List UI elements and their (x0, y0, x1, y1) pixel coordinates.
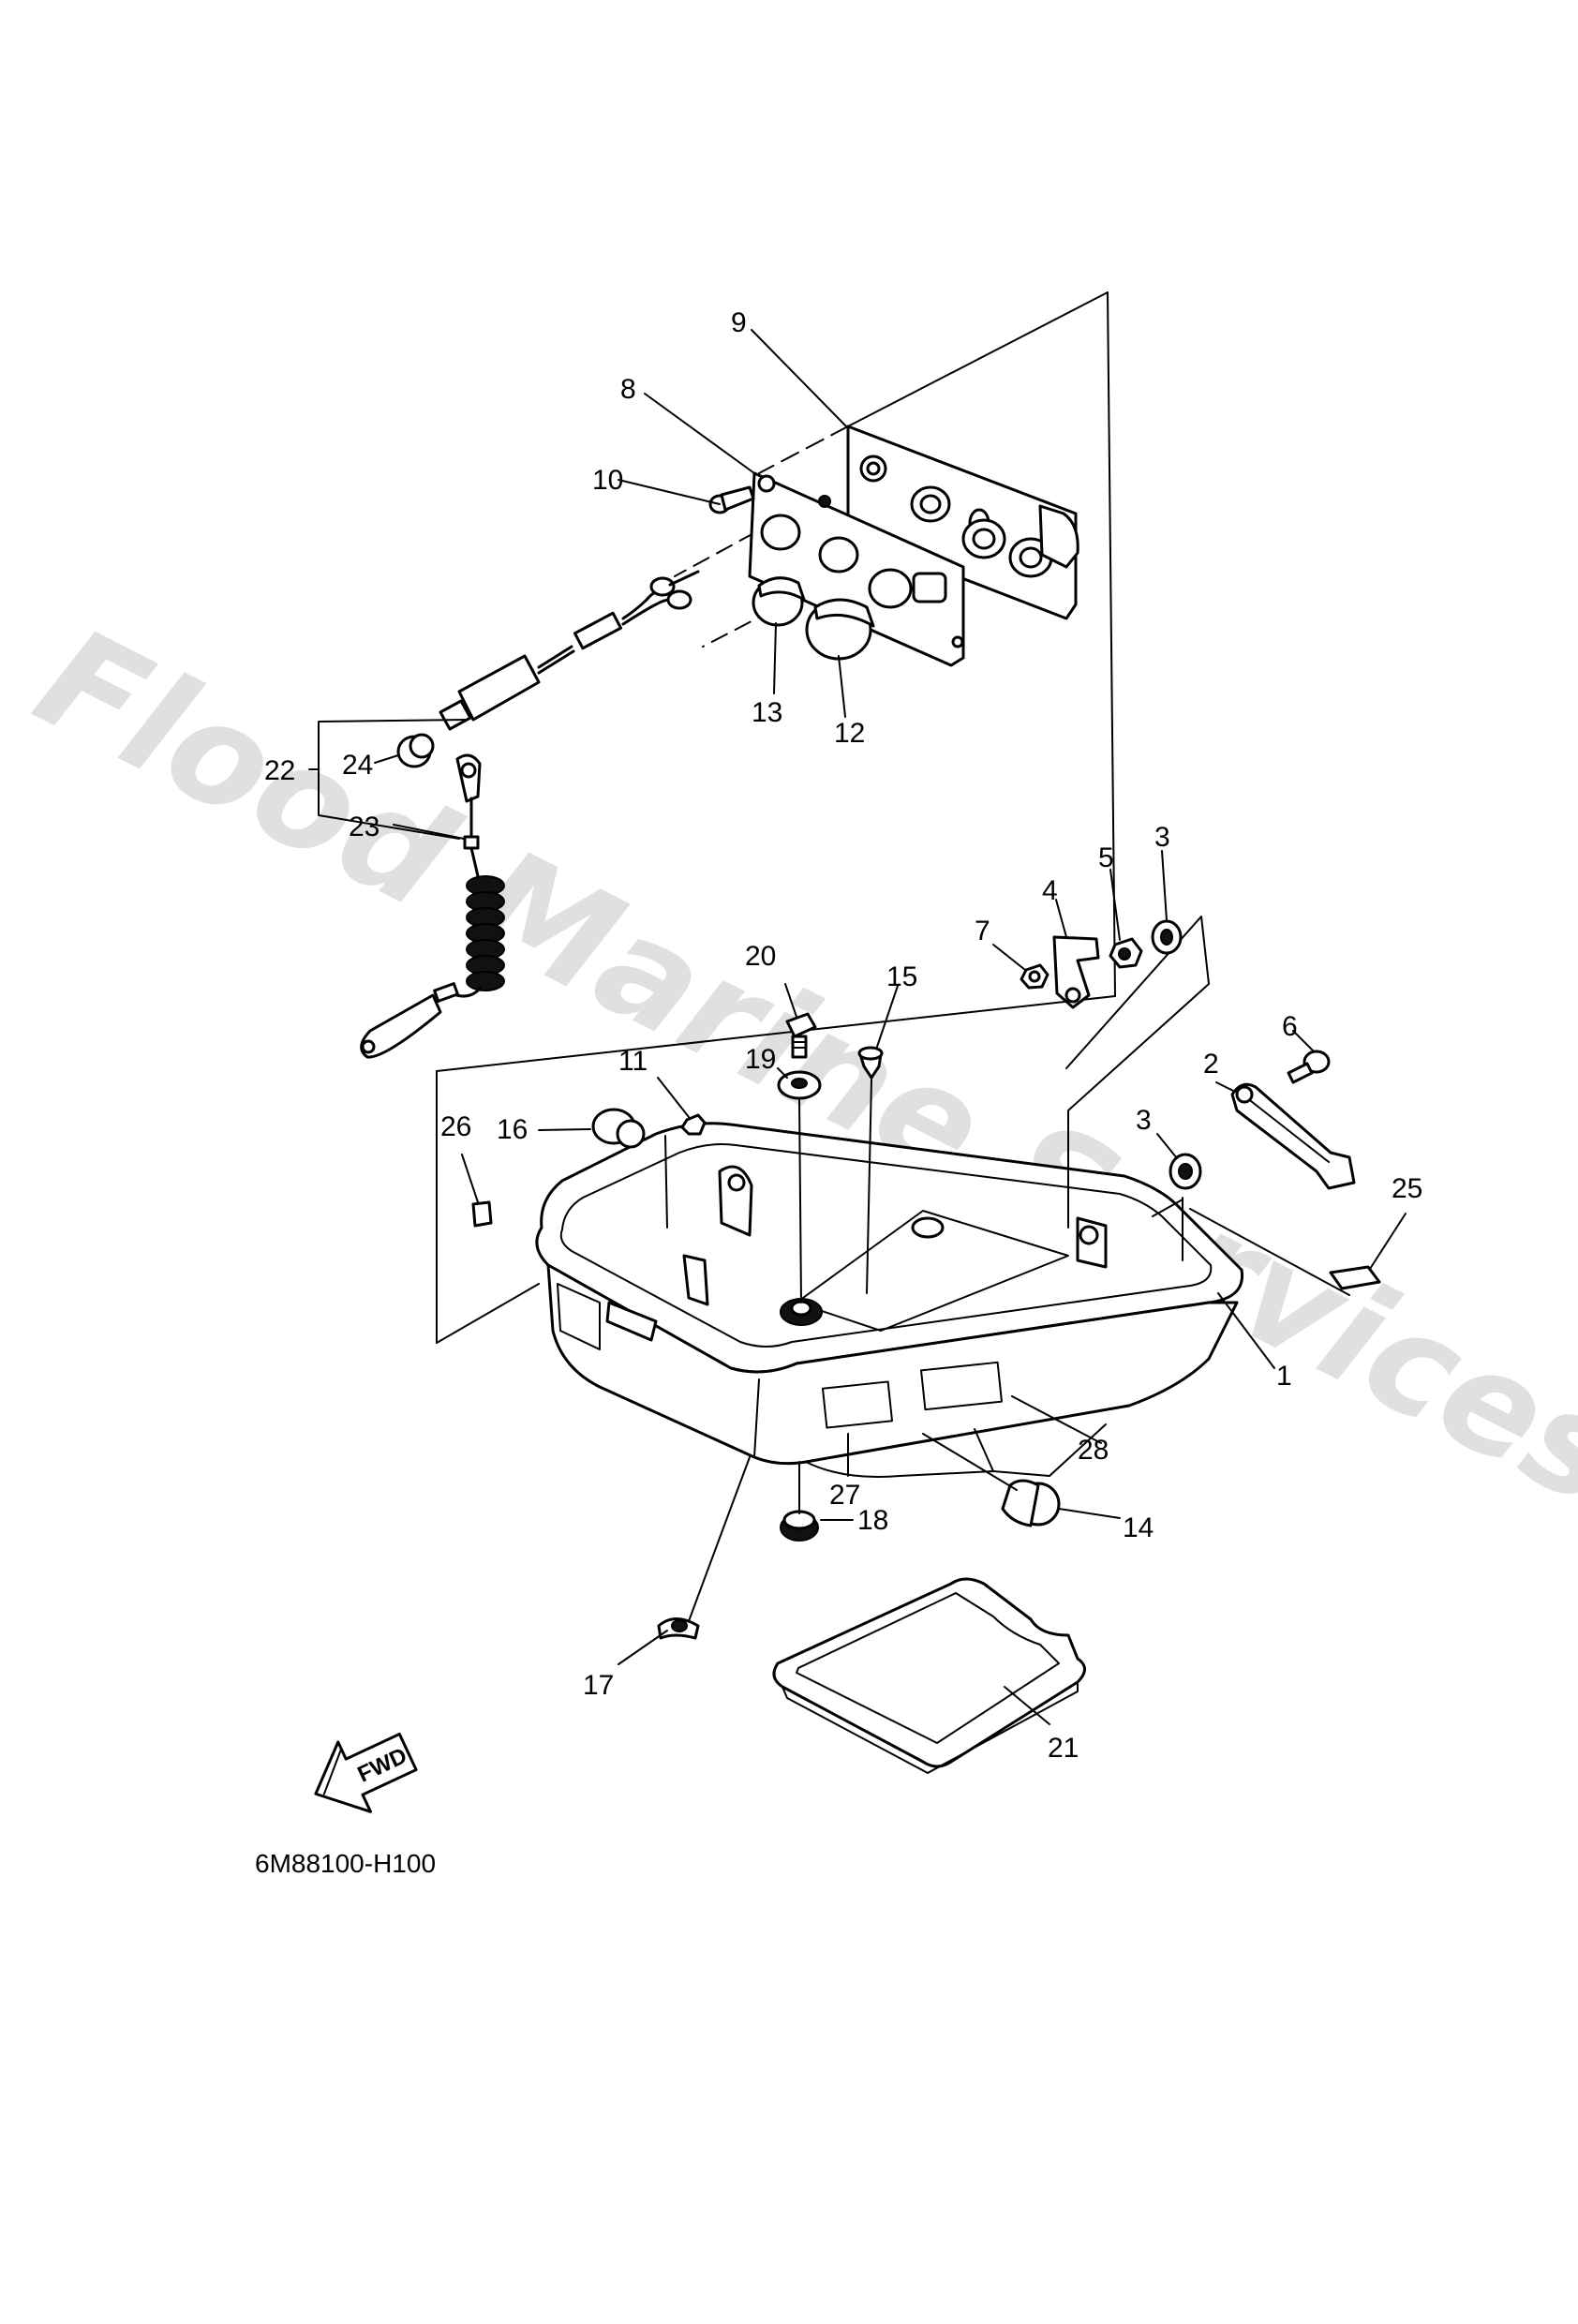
part-6-bolt (1287, 1050, 1331, 1084)
part-4-bracket (1052, 935, 1100, 1009)
callout-11: 11 (618, 1046, 648, 1077)
callout-7: 7 (975, 916, 990, 946)
part-7-nut (1020, 963, 1050, 990)
callout-21: 21 (1048, 1733, 1079, 1764)
callout-17: 17 (583, 1670, 614, 1701)
right-frame-lines (1065, 916, 1350, 1296)
part-16-grommet (591, 1108, 646, 1149)
part-10-screw (708, 485, 755, 514)
callout-1: 1 (1276, 1361, 1292, 1392)
part-3-washer-top (1151, 919, 1183, 955)
part-25-label (1329, 1265, 1381, 1290)
part-9-switch-panel (846, 425, 1079, 620)
part-17-clip (657, 1617, 700, 1640)
callout-22: 22 (264, 755, 295, 786)
part-8-inner-plate (748, 471, 965, 667)
callout-20: 20 (745, 941, 776, 972)
callout-27: 27 (829, 1480, 860, 1511)
part-23-lanyard (360, 753, 505, 1059)
callout-23: 23 (349, 812, 380, 842)
callout-25: 25 (1392, 1173, 1422, 1204)
callout-18: 18 (857, 1505, 888, 1536)
callout-13: 13 (752, 697, 782, 728)
upper-frame-lines (436, 291, 1116, 1344)
part-12-cap (805, 598, 875, 661)
part-24-cap (396, 733, 435, 768)
callout-3a: 3 (1154, 822, 1170, 853)
callout-12: 12 (834, 718, 865, 749)
part-1-bottom-cowling (535, 1122, 1244, 1478)
callout-4: 4 (1042, 875, 1058, 906)
callout-9: 9 (731, 307, 747, 338)
part-15-plug (857, 1046, 884, 1080)
callout-5: 5 (1098, 842, 1114, 873)
callout-3b: 3 (1136, 1105, 1152, 1136)
callout-2: 2 (1203, 1049, 1219, 1080)
callout-8: 8 (620, 374, 636, 405)
callout-10: 10 (592, 465, 623, 496)
leader-lines (308, 329, 1407, 1725)
part-14-plug (1001, 1479, 1061, 1527)
diagram-code: 6M88100-H100 (255, 1849, 436, 1878)
part-20-bolt (785, 1012, 817, 1059)
part-11-nut (680, 1113, 707, 1136)
callout-6: 6 (1282, 1011, 1298, 1042)
part-5-nut (1109, 937, 1143, 969)
part-21-gasket (772, 1577, 1086, 1774)
part-3-washer-right (1169, 1153, 1202, 1190)
fwd-arrow-icon: FWD (314, 1732, 418, 1813)
callout-labels: 1 2 3 3 4 5 6 7 8 9 10 11 12 13 14 15 16… (264, 307, 1422, 1764)
part-22-stop-switch (439, 570, 700, 731)
callout-26: 26 (440, 1111, 471, 1142)
part-13-cap (752, 576, 806, 627)
part-18-grommet (780, 1510, 819, 1542)
callout-16: 16 (497, 1114, 528, 1145)
callout-19: 19 (745, 1044, 776, 1075)
part-26-label (471, 1200, 493, 1228)
callout-24: 24 (342, 750, 373, 781)
callout-15: 15 (886, 961, 917, 992)
callout-28: 28 (1078, 1435, 1109, 1466)
part-2-lever (1230, 1082, 1356, 1190)
callout-14: 14 (1123, 1512, 1154, 1543)
